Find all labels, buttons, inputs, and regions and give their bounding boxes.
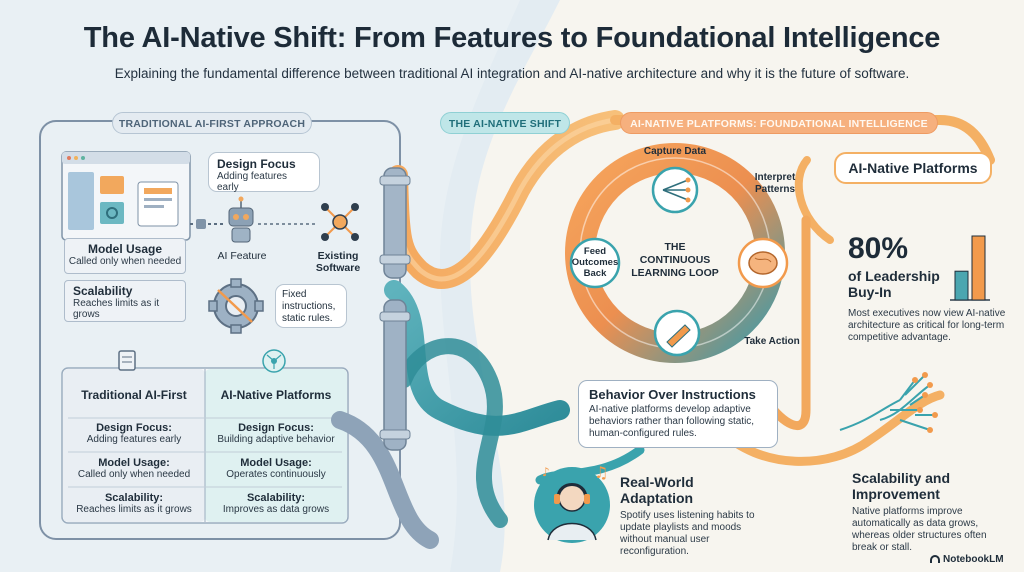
loop-capture-label: Capture Data xyxy=(643,146,707,157)
page-subtitle: Explaining the fundamental difference be… xyxy=(114,66,910,81)
row-key: Model Usage: xyxy=(98,457,170,469)
row-value: Improves as data grows xyxy=(222,504,330,515)
row-key: Design Focus: xyxy=(96,422,172,434)
comparison-right-row: Model Usage: Operates continuously xyxy=(208,457,344,480)
comparison-right-row: Design Focus: Building adaptive behavior xyxy=(208,422,344,445)
row-value: Reaches limits as it grows xyxy=(76,504,192,515)
design-focus-desc: Adding features early xyxy=(217,171,288,193)
brand-label: NotebookLM xyxy=(943,554,1004,565)
scalability-card: Scalability Reaches limits as it grows xyxy=(64,280,186,322)
row-value: Called only when needed xyxy=(77,469,191,480)
stat-bar xyxy=(954,270,969,301)
loop-center-label: THE CONTINUOUS LEARNING LOOP xyxy=(631,241,719,279)
scalability-improvement-desc: Native platforms improve automatically a… xyxy=(852,506,987,553)
svg-text:♫: ♫ xyxy=(594,463,608,482)
row-key: Scalability: xyxy=(246,492,306,504)
scalability-desc: Reaches limits as it grows xyxy=(73,298,160,320)
fixed-instructions-callout: Fixed instructions, static rules. xyxy=(275,284,347,328)
scalability-title: Scalability xyxy=(73,284,133,298)
real-world-desc: Spotify uses listening habits to update … xyxy=(620,510,755,557)
comparison-left-row: Model Usage: Called only when needed xyxy=(66,457,202,480)
row-value: Building adaptive behavior xyxy=(217,434,335,445)
comparison-left-row: Scalability: Reaches limits as it grows xyxy=(66,492,202,515)
comparison-left-row: Design Focus: Adding features early xyxy=(66,422,202,445)
comparison-right-header: AI-Native Platforms xyxy=(220,388,332,402)
loop-feed-label: Feed Outcomes Back xyxy=(571,246,619,279)
notebooklm-logo-icon xyxy=(930,555,940,563)
stat-bar xyxy=(971,235,986,301)
ai-native-platforms-pill: AI-NATIVE PLATFORMS: FOUNDATIONAL INTELL… xyxy=(620,112,938,134)
loop-interpret-label: Interpret Patterns xyxy=(754,172,796,195)
real-world-title: Real-World Adaptation xyxy=(620,474,694,506)
page-title: The AI-Native Shift: From Features to Fo… xyxy=(83,22,941,54)
ai-feature-label: AI Feature xyxy=(217,250,267,262)
ai-native-platforms-label: AI-Native Platforms xyxy=(834,152,992,184)
design-focus-callout: Design Focus Adding features early xyxy=(208,152,320,193)
leadership-stat-value: 80% xyxy=(848,232,909,265)
existing-software-label: Existing Software xyxy=(315,250,361,274)
brand-footer: NotebookLM xyxy=(930,554,1004,565)
row-key: Design Focus: xyxy=(238,422,314,434)
model-usage-card: Model Usage Called only when needed xyxy=(64,238,186,274)
loop-act-label: Take Action xyxy=(744,336,800,347)
row-key: Scalability: xyxy=(104,492,164,504)
row-value: Operates continuously xyxy=(226,469,326,480)
row-value: Adding features early xyxy=(86,434,182,445)
svg-text:♪: ♪ xyxy=(542,465,550,479)
comparison-left-header: Traditional AI-First xyxy=(81,388,187,402)
model-usage-title: Model Usage xyxy=(87,242,162,256)
comparison-right-row: Scalability: Improves as data grows xyxy=(208,492,344,515)
scalability-improvement-title: Scalability and Improvement xyxy=(852,470,951,502)
behavior-callout: Behavior Over Instructions AI-native pla… xyxy=(578,380,778,448)
leadership-stat-label: of Leadership Buy-In xyxy=(848,268,940,300)
traditional-approach-pill: TRADITIONAL AI-FIRST APPROACH xyxy=(112,112,312,134)
ai-native-shift-pill: THE AI-NATIVE SHIFT xyxy=(440,112,570,134)
behavior-desc: AI-native platforms develop adaptive beh… xyxy=(589,404,755,439)
row-key: Model Usage: xyxy=(240,457,312,469)
behavior-title: Behavior Over Instructions xyxy=(589,387,756,402)
model-usage-desc: Called only when needed xyxy=(68,256,182,267)
leadership-stat-desc: Most executives now view AI-native archi… xyxy=(848,308,1006,343)
design-focus-title: Design Focus xyxy=(217,157,296,171)
